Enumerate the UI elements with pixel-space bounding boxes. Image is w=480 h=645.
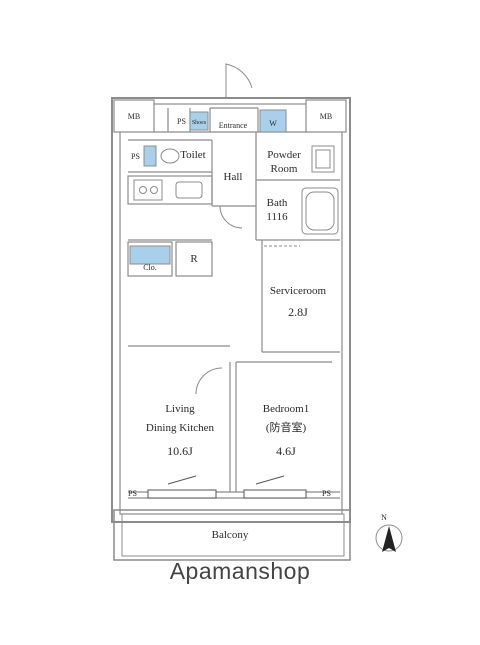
mb-left-label: MB <box>128 112 140 121</box>
powder-label-1: Powder <box>267 149 301 161</box>
serviceroom-label: Serviceroom <box>270 285 327 297</box>
balcony-label: Balcony <box>212 529 249 541</box>
outer-walls <box>111 97 351 561</box>
bath-label-1: Bath <box>267 197 288 209</box>
ps-bottom-right-label: PS <box>322 489 331 498</box>
w-label: W <box>269 119 277 128</box>
north-arrow-icon: N <box>375 513 403 552</box>
shoes-label: Shoes <box>192 120 207 126</box>
doors <box>195 63 300 395</box>
interior-walls <box>127 107 340 499</box>
windows <box>147 475 307 499</box>
ps-top-label: PS <box>177 117 186 126</box>
mb-right-label: MB <box>320 112 332 121</box>
ps-left-label: PS <box>131 152 140 161</box>
bath-label-2: 1116 <box>266 211 288 223</box>
brand-logo: Apamanshop <box>169 558 311 584</box>
compass-label: N <box>381 513 387 522</box>
toilet-label: Toilet <box>180 149 206 161</box>
bedroom-size: 4.6J <box>276 444 296 458</box>
fixtures <box>129 109 339 265</box>
bedroom-label-2: (防音室) <box>266 420 307 434</box>
meter-boxes <box>113 99 347 133</box>
refrigerator-label: R <box>190 253 198 265</box>
ldk-size: 10.6J <box>167 444 193 458</box>
serviceroom-size: 2.8J <box>288 305 308 319</box>
closet-label: Clo. <box>143 263 157 272</box>
entrance-label: Entrance <box>219 121 248 130</box>
ps-bottom-left-label: PS <box>128 489 137 498</box>
powder-label-2: Room <box>271 163 298 175</box>
ldk-label-1: Living <box>165 403 195 415</box>
hall-label: Hall <box>224 171 243 183</box>
bedroom-label-1: Bedroom1 <box>263 403 309 415</box>
ldk-label-2: Dining Kitchen <box>146 422 215 434</box>
